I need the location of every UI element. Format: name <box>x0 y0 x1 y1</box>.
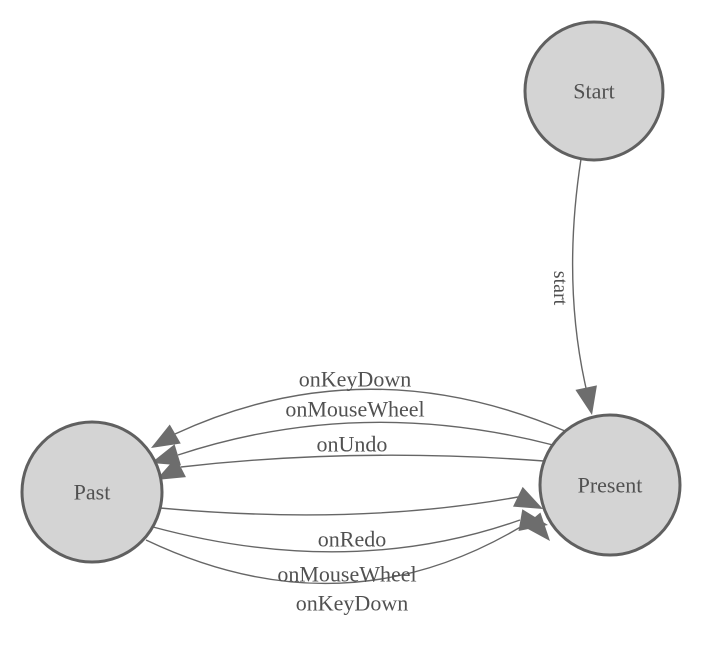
arrowhead-icon <box>151 424 181 448</box>
edge-present-to-past-onmousewheel <box>177 421 554 456</box>
edge-past-to-present-onredo <box>159 496 519 516</box>
start-node-label: Start <box>573 79 615 104</box>
present-node-circle <box>538 413 682 557</box>
edge-label-onmousewheel-top: onMouseWheel <box>285 397 424 422</box>
edges <box>145 158 587 585</box>
arrowhead-icon <box>151 444 181 466</box>
edge-labels: start onKeyDown onMouseWheel onUndo onRe… <box>277 271 571 616</box>
state-node-start: Start <box>523 20 665 162</box>
past-node-circle <box>20 420 164 564</box>
edge-past-to-present-onkeydown <box>145 519 533 585</box>
edge-label-onredo: onRedo <box>318 527 386 552</box>
arrowhead-icon <box>156 457 186 480</box>
edge-present-to-past-onkeydown <box>174 388 566 435</box>
present-node-label: Present <box>578 473 643 498</box>
edge-label-onundo: onUndo <box>317 432 388 457</box>
arrowhead-icon <box>513 486 543 509</box>
arrowhead-icon <box>575 385 597 415</box>
edge-present-to-past-onundo <box>180 454 545 468</box>
past-node-label: Past <box>74 480 111 505</box>
edge-label-onmousewheel-bottom: onMouseWheel <box>277 562 416 587</box>
start-node-circle <box>523 20 665 162</box>
edge-label-start: start <box>549 271 571 306</box>
edge-start-to-present <box>571 158 587 389</box>
state-node-past: Past <box>20 420 164 564</box>
edge-label-onkeydown-top: onKeyDown <box>299 367 411 392</box>
arrowheads <box>151 385 597 541</box>
arrowhead-icon <box>523 512 550 541</box>
state-node-present: Present <box>538 413 682 557</box>
edge-label-onkeydown-bottom: onKeyDown <box>296 591 408 616</box>
edge-past-to-present-onmousewheel <box>152 519 521 553</box>
